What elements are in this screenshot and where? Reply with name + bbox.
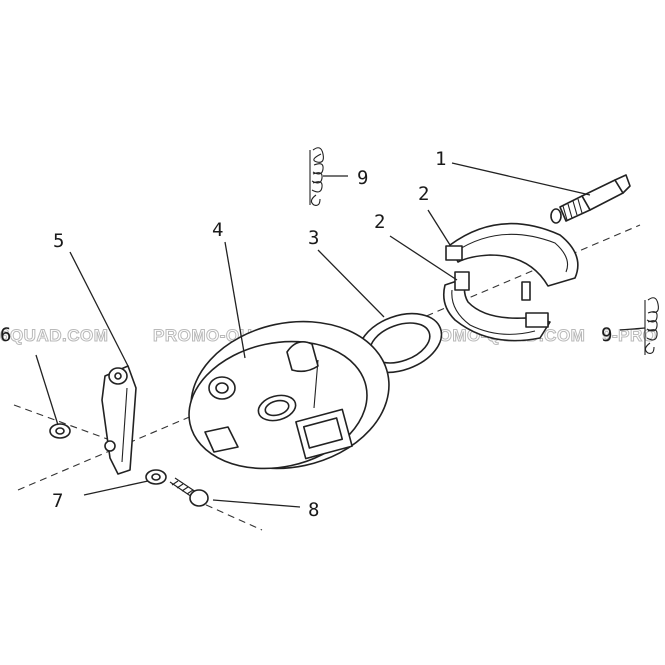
brake-shoes-part-2: [442, 222, 579, 342]
callout-7: 7: [52, 490, 63, 512]
callout-5: 5: [53, 230, 64, 252]
leader-9b: [619, 327, 646, 331]
callout-2-lower: 2: [374, 211, 385, 233]
brake-arm-part-5: [101, 365, 137, 475]
callout-4: 4: [212, 219, 223, 241]
leader-7: [83, 480, 149, 496]
assembly-axis-upper: [13, 404, 111, 441]
cam-shaft-part-1: [550, 174, 631, 224]
leader-3: [317, 249, 385, 318]
callout-9-top: 9: [357, 167, 368, 189]
leader-2a: [427, 209, 451, 246]
washer-part-7: [145, 469, 167, 485]
bolt-part-8: [169, 477, 209, 507]
spring-part-9-right: [644, 297, 659, 355]
leader-1: [451, 162, 591, 196]
callout-8: 8: [308, 499, 319, 521]
callout-6: 6: [0, 324, 11, 346]
leader-5: [69, 251, 129, 367]
leader-8: [212, 499, 301, 508]
leader-2b: [389, 235, 458, 281]
brake-panel-part-4: [188, 320, 390, 470]
assembly-axis-bolt: [194, 499, 263, 531]
callout-9-right: 9: [601, 324, 612, 346]
watermark-left: 6QUAD.COM: [0, 326, 108, 345]
callout-3: 3: [308, 227, 319, 249]
callout-1: 1: [435, 148, 446, 170]
spring-part-9-top: [309, 147, 324, 206]
leader-4: [224, 241, 246, 359]
nut-part-6: [49, 423, 71, 439]
leader-6: [35, 354, 59, 426]
callout-2-upper: 2: [418, 183, 429, 205]
watermark-edge: 9-PRO: [602, 326, 656, 345]
